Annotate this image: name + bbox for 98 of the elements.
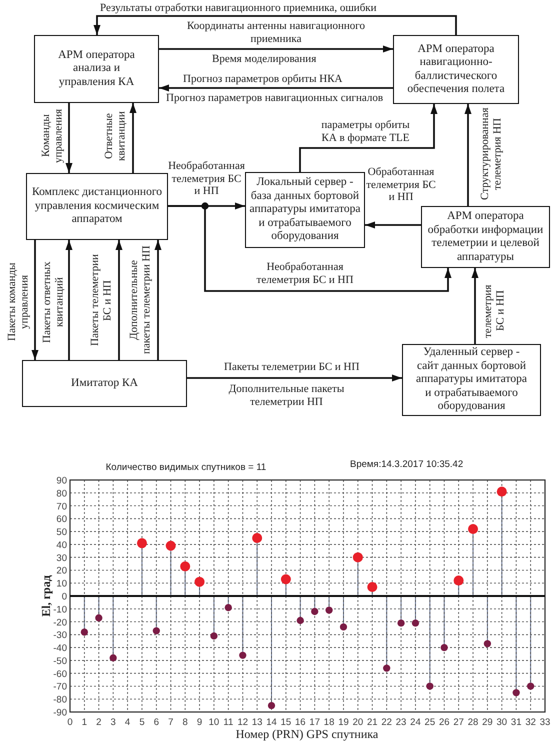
tick-label: 21 <box>366 717 378 728</box>
edge-label: телеметрия БС и НП <box>482 283 507 340</box>
arrow <box>66 240 72 360</box>
tick-label: 70 <box>56 501 67 512</box>
process-box: Имитатор КА <box>22 360 187 407</box>
arrow <box>116 240 122 360</box>
tick-label: -10 <box>53 604 67 616</box>
tick-label: 6 <box>154 717 159 728</box>
edge-label: параметры орбиты КА в формате TLE <box>320 119 411 144</box>
tick-label: 17 <box>309 717 320 728</box>
tick-label: 14 <box>266 717 277 728</box>
edge-label: Координаты антенны навигационного приемника <box>186 20 366 45</box>
edge-label: Дополнительные пакеты телеметрии НП <box>128 244 153 356</box>
tick-label: 13 <box>252 717 262 728</box>
tick-label: 23 <box>396 717 406 728</box>
tick-label: -80 <box>53 694 67 706</box>
tick-label: 12 <box>237 717 248 728</box>
tick-label: 10 <box>56 578 67 590</box>
arrow <box>168 205 452 292</box>
arrow <box>299 104 438 172</box>
edge-label: Структурированная телеметрия НП <box>479 106 504 202</box>
tick-label: 40 <box>56 540 67 551</box>
arrow <box>187 374 402 382</box>
tick-label: 0 <box>67 717 73 728</box>
tick-label: 32 <box>525 717 536 728</box>
arrow <box>94 15 457 35</box>
tick-label: 24 <box>410 717 421 728</box>
arrow <box>66 103 72 173</box>
tick-label: 80 <box>56 488 67 500</box>
tick-label: 16 <box>295 717 306 728</box>
tick-label: 18 <box>324 717 334 728</box>
tick-label: 7 <box>168 717 174 728</box>
tick-label: 1 <box>82 717 88 728</box>
tick-label: 15 <box>280 717 292 728</box>
tick-label: 60 <box>56 514 67 526</box>
process-box: Комплекс дистанционного управления космическим аппаратом <box>26 173 168 240</box>
edge-label: Необработанная телеметрия БС и НП <box>168 160 245 198</box>
tick-label: 90 <box>56 476 67 486</box>
tick-label: 25 <box>424 717 436 728</box>
tick-label: 31 <box>510 717 522 728</box>
tick-label: 9 <box>196 717 202 728</box>
tick-label: 8 <box>182 717 188 728</box>
tick-label: 10 <box>208 717 220 728</box>
edge-label: Прогноз параметров орбиты НКА <box>183 73 342 86</box>
tick-label: 22 <box>381 717 392 728</box>
arrow <box>472 268 478 344</box>
edge-label: Пакеты ответных квитанций <box>41 260 66 345</box>
tick-label: 0 <box>62 592 67 602</box>
arrow <box>159 84 393 92</box>
tick-label: 27 <box>453 717 464 728</box>
axis-title: El, град <box>39 575 53 617</box>
process-box: Удаленный сервер - сайт данных бортовой аппаратуры имитатора и отрабатываемого оборудования <box>402 344 541 416</box>
tick-label: -90 <box>53 708 67 718</box>
process-box: Локальный сервер - база данных бортовой аппаратуры имитатора и отрабатываемого оборудования <box>245 172 365 248</box>
tick-label: 20 <box>56 566 67 577</box>
tick-label: -40 <box>53 643 67 654</box>
arrow <box>32 240 38 360</box>
tick-label: -30 <box>53 630 67 642</box>
tick-label: -20 <box>53 617 67 628</box>
tick-label: -60 <box>53 668 67 680</box>
arrow <box>159 46 393 52</box>
tick-label: 26 <box>438 717 450 728</box>
tick-label: 2 <box>96 717 102 728</box>
edge-label: Ответные квитанции <box>103 110 128 163</box>
process-box: АРМ оператора обработки информации телеметрии и целевой аппаратуры <box>421 206 550 268</box>
tick-label: 20 <box>352 717 364 728</box>
tick-label: 30 <box>496 717 508 728</box>
tick-label: 50 <box>56 527 67 538</box>
arrow <box>365 222 421 228</box>
edge-label: Обработанная телеметрия БС и НП <box>366 166 436 204</box>
arrow <box>154 240 162 360</box>
tick-label: 3 <box>110 717 116 728</box>
chart-title: Количество видимых спутников = 11 <box>106 462 266 473</box>
edge-label: Команды управления <box>40 108 65 166</box>
tick-label: 29 <box>482 717 493 728</box>
tick-label: 33 <box>540 717 550 728</box>
edge-label: Пакеты команды управления <box>6 262 31 344</box>
line-caption: Время моделирования <box>212 53 316 66</box>
line-caption: Прогноз параметров навигационных сигналов <box>166 92 384 104</box>
tick-label: -70 <box>53 682 67 693</box>
edge-label: Пакеты телеметрии БС и НП <box>89 254 114 348</box>
process-box: АРМ оператора анализа и управления КА <box>34 35 159 103</box>
line-caption: Дополнительные пакеты телеметрии НП <box>228 383 346 408</box>
timestamp-text: Время:14.3.2017 10:35.42 <box>350 459 464 471</box>
tick-label: 4 <box>124 717 130 728</box>
tick-label: -50 <box>53 656 67 667</box>
tick-label: 19 <box>338 717 349 728</box>
edge-label: Результаты отработки навигационного приемника, ошибки <box>100 2 377 14</box>
edge-label: Необработанная телеметрия БС и НП <box>256 261 354 286</box>
process-box: АРМ оператора навигационно-баллистического обеспечения полета <box>393 35 519 104</box>
tick-label: 11 <box>223 717 234 728</box>
axis-title: Номер (PRN) GPS спутника <box>236 727 378 741</box>
arrow <box>130 103 136 173</box>
arrow <box>464 104 472 206</box>
tick-label: 28 <box>468 717 478 728</box>
edge-label: Пакеты телеметрии БС и НП <box>224 361 360 374</box>
tick-label: 5 <box>139 717 145 728</box>
tick-label: 30 <box>56 552 67 564</box>
